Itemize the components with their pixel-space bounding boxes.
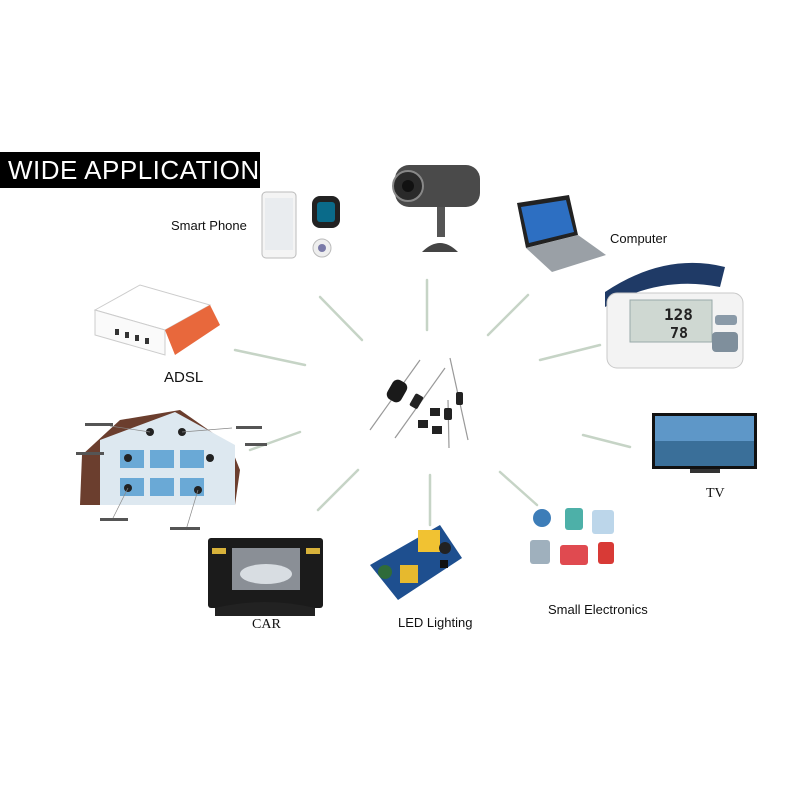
led-driver-board <box>370 525 462 600</box>
monitor-diastolic: 78 <box>670 324 688 342</box>
connector-small-electronics <box>498 470 539 507</box>
blood-pressure-monitor: 128 78 <box>605 262 744 369</box>
monitor-systolic: 128 <box>664 305 693 324</box>
connector-car <box>316 468 360 512</box>
connector-tv <box>581 433 632 449</box>
smart-home-house <box>76 410 267 531</box>
label-led-lighting: LED Lighting <box>398 615 473 630</box>
label-adsl: ADSL <box>164 369 204 386</box>
television <box>652 413 757 473</box>
label-computer: Computer <box>610 231 668 246</box>
laptop-computer <box>517 195 606 272</box>
label-small-electronics: Small Electronics <box>548 602 648 617</box>
car-head-unit <box>208 538 323 616</box>
label-car: CAR <box>252 617 281 632</box>
label-tv: TV <box>706 486 725 501</box>
connector-smart-home <box>248 430 302 452</box>
label-smart-phone: Smart Phone <box>171 218 247 233</box>
banner-title: WIDE APPLICATION <box>8 155 260 185</box>
connector-monitor <box>538 343 602 362</box>
adsl-modem <box>93 284 220 356</box>
diode-components <box>369 357 469 449</box>
connector-lines <box>233 278 632 527</box>
title-banner: WIDE APPLICATION <box>0 152 260 188</box>
connector-adsl <box>233 348 307 367</box>
small-electronics-devices <box>530 508 614 565</box>
security-camera <box>392 165 480 252</box>
connector-smart-phone <box>318 295 364 342</box>
smart-phone-devices <box>261 191 340 259</box>
connector-computer <box>486 293 530 337</box>
